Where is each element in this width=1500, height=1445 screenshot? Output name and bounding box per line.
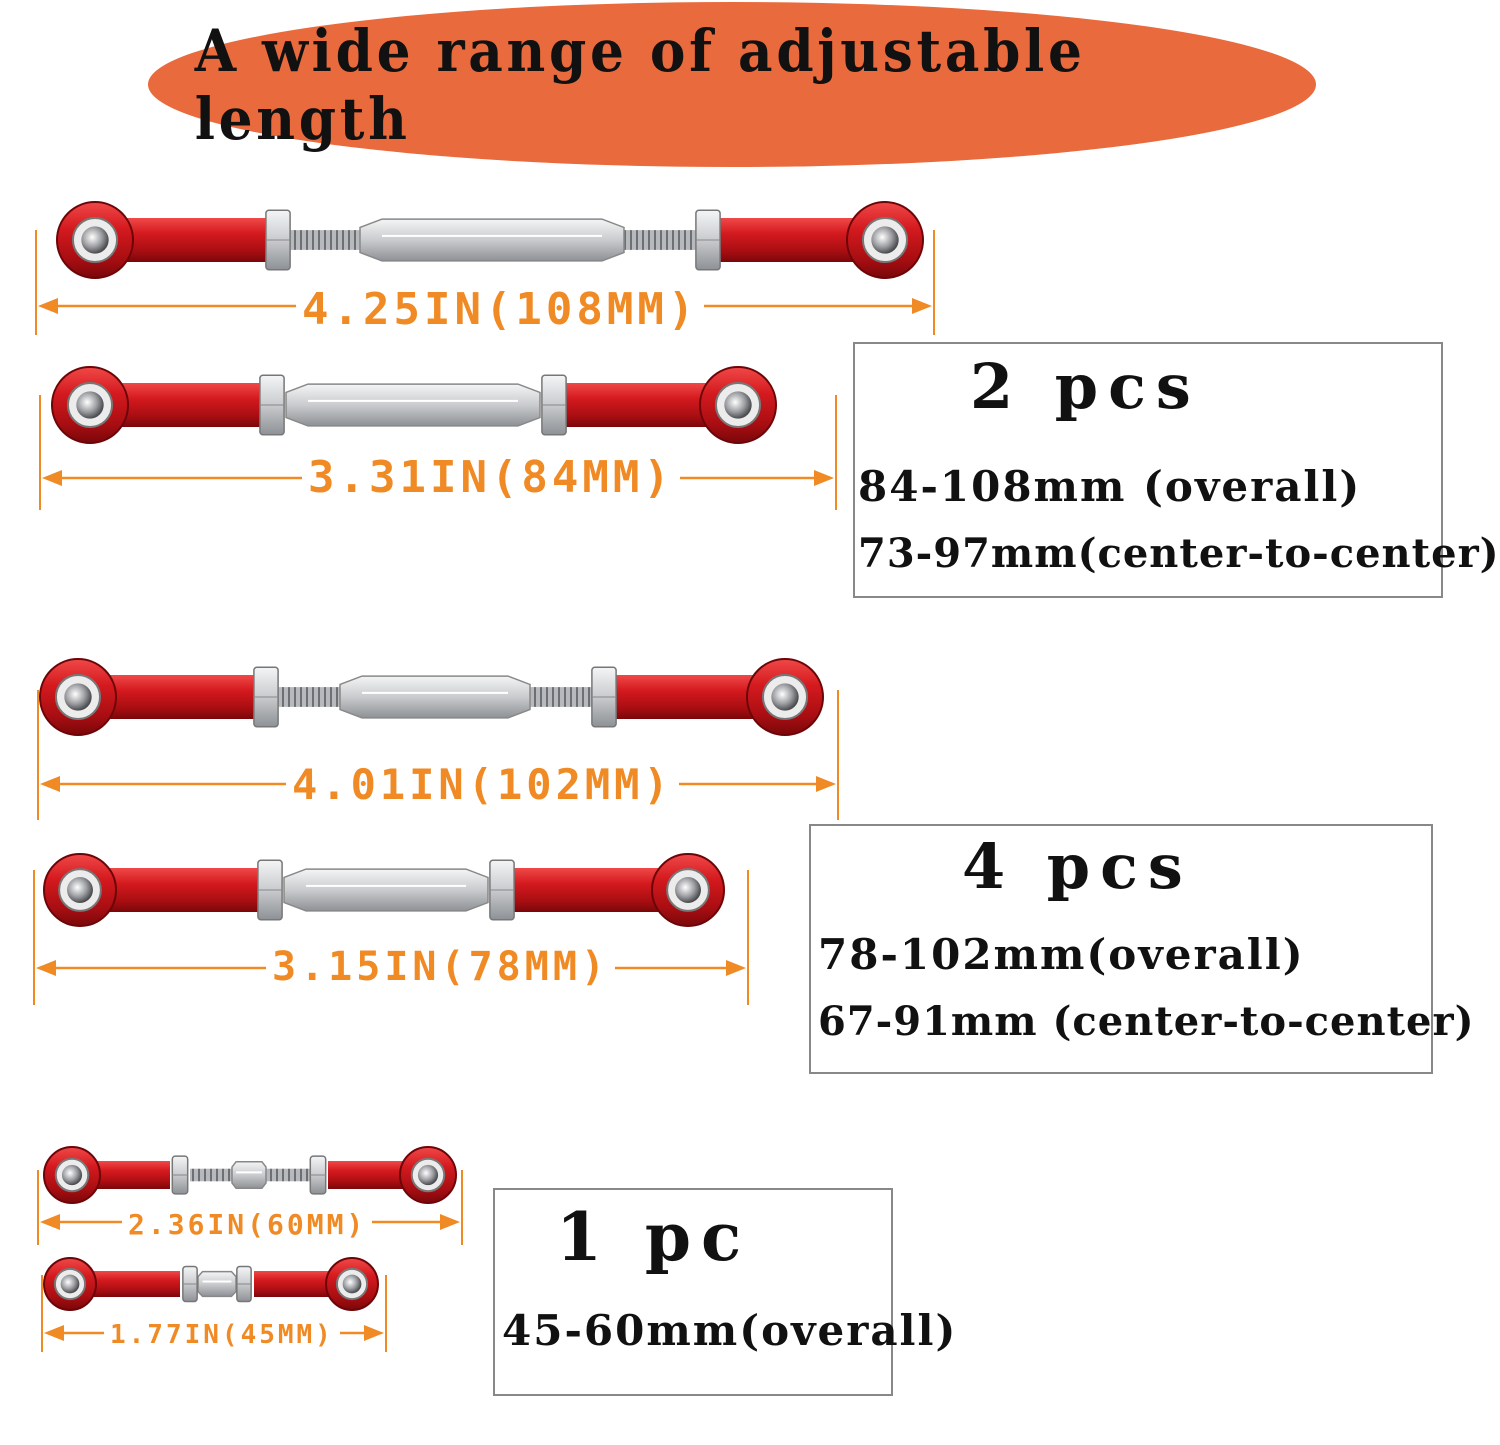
ball-center — [61, 1164, 83, 1186]
turnbuckle-rod — [43, 1146, 457, 1204]
ball-center — [724, 391, 752, 419]
spec-box-4pcs — [809, 824, 1433, 1074]
ball-center — [81, 226, 109, 254]
dimension-label: 3.31IN(84MM) — [302, 452, 680, 503]
ball-center — [342, 1274, 362, 1294]
quantity-label: 2 pcs — [970, 350, 1201, 423]
ball-center — [60, 1274, 80, 1294]
arrowhead-left — [40, 1214, 60, 1230]
title-banner — [148, 2, 1316, 167]
turnbuckle-sleeve — [231, 1160, 267, 1190]
ball-center — [771, 683, 799, 711]
spec-overall: 84-108mm (overall) — [858, 462, 1362, 511]
ball-center — [417, 1164, 439, 1186]
turnbuckle-sleeve — [359, 218, 625, 262]
ball-center — [67, 877, 93, 903]
turnbuckle-sleeve — [339, 675, 531, 719]
dimension-label: 2.36IN(60MM) — [122, 1208, 373, 1241]
arrowhead-right — [816, 776, 836, 792]
thread — [530, 687, 592, 707]
dimension-label: 3.15IN(78MM) — [266, 944, 615, 990]
arrowhead-right — [726, 960, 746, 976]
turnbuckle-sleeve — [283, 868, 489, 912]
banner-title: A wide range of adjustable length — [194, 16, 1086, 153]
arrowhead-left — [38, 298, 58, 314]
spec-box-1pc — [493, 1188, 893, 1396]
thread — [266, 1168, 310, 1182]
turnbuckle-rod — [51, 366, 777, 444]
arrowhead-left — [40, 776, 60, 792]
spec-overall: 45-60mm(overall) — [502, 1306, 958, 1355]
ball-center — [76, 391, 104, 419]
spec-overall: 78-102mm(overall) — [818, 930, 1305, 979]
turnbuckle-rod — [43, 1257, 379, 1311]
thread — [190, 1168, 232, 1182]
spec-box-2pcs — [853, 342, 1443, 598]
ball-center — [675, 877, 701, 903]
arrowhead-right — [814, 470, 834, 486]
arrowhead-right — [440, 1214, 460, 1230]
arrowhead-right — [364, 1325, 384, 1341]
dimension-label: 4.25IN(108MM) — [296, 284, 705, 335]
thread — [290, 230, 360, 250]
ball-center — [64, 683, 92, 711]
spec-center-to-center: 67-91mm (center-to-center) — [818, 998, 1475, 1045]
dimension-label: 4.01IN(102MM) — [286, 760, 679, 809]
quantity-label: 1 pc — [556, 1198, 752, 1276]
arrowhead-left — [44, 1325, 64, 1341]
dimension-label: 1.77IN(45MM) — [104, 1320, 340, 1350]
quantity-label: 4 pcs — [962, 830, 1193, 903]
turnbuckle-rod — [39, 658, 824, 736]
turnbuckle-rod — [43, 853, 725, 927]
thread — [624, 230, 696, 250]
ball-center — [871, 226, 899, 254]
turnbuckle-rod — [56, 201, 924, 279]
arrowhead-left — [42, 470, 62, 486]
spec-center-to-center: 73-97mm(center-to-center) — [858, 530, 1500, 577]
turnbuckle-sleeve — [285, 383, 541, 427]
thread — [278, 687, 340, 707]
arrowhead-right — [912, 298, 932, 314]
arrowhead-left — [36, 960, 56, 976]
turnbuckle-sleeve — [197, 1270, 237, 1298]
